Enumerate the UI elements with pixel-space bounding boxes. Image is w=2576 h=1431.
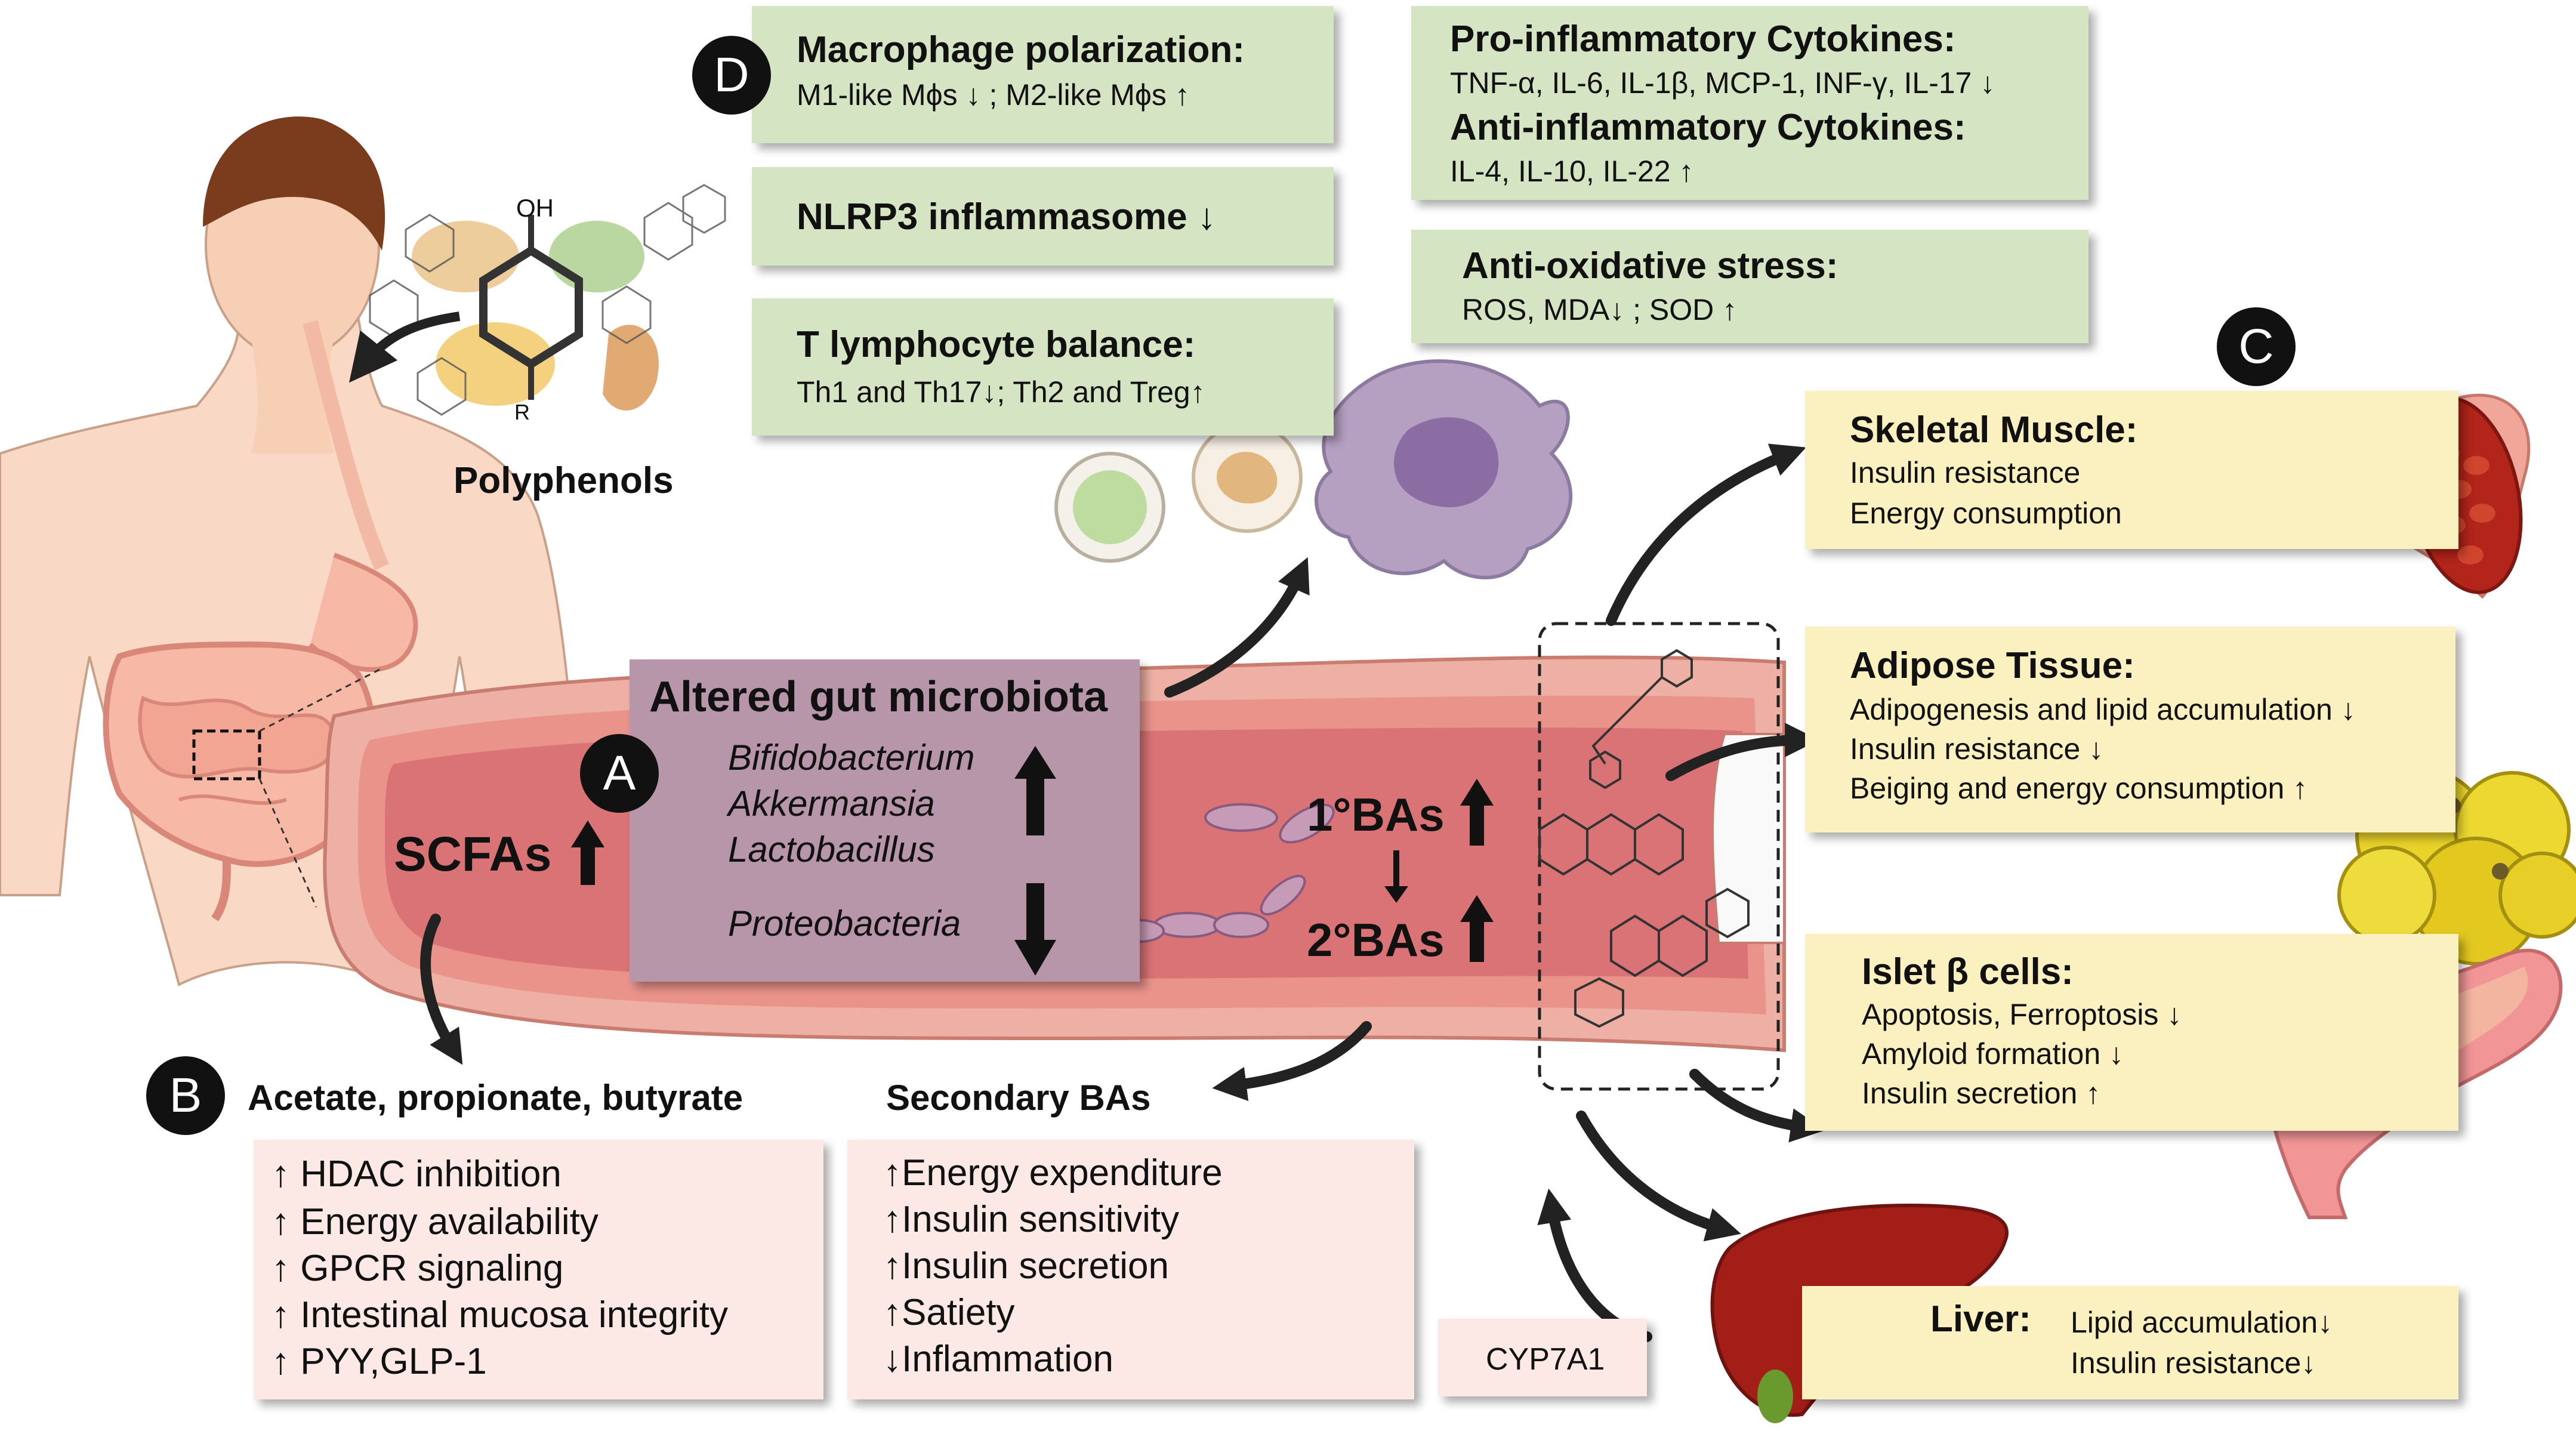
polyphenol-structures — [348, 184, 726, 416]
t-lymphocyte-detail: Th1 and Th17↓; Th2 and Treg↑ — [797, 375, 1205, 409]
ba-effect-item: ↑Energy expenditure — [883, 1152, 1223, 1193]
decrease-arrow — [1014, 883, 1056, 976]
bifidobacterium-label: Bifidobacterium — [728, 738, 975, 778]
scfa-effect-item: ↑ HDAC inhibition — [272, 1154, 562, 1195]
t-lymphocyte-title: T lymphocyte balance: — [797, 324, 1196, 365]
scfas-label: SCFAs — [394, 827, 552, 881]
r-group-label: R — [514, 400, 530, 424]
macrophage-title: Macrophage polarization: — [797, 29, 1245, 70]
adipose-tissue-item: Adipogenesis and lipid accumulation ↓ — [1850, 693, 2356, 726]
ba-effects-box: ↑Energy expenditure ↑Insulin sensitivity… — [847, 1140, 1414, 1399]
adipose-tissue-item: Insulin resistance ↓ — [1850, 732, 2104, 766]
islet-beta-cells-item: Amyloid formation ↓ — [1862, 1037, 2124, 1071]
primary-bas-label: 1°BAs — [1307, 788, 1445, 841]
skeletal-muscle-box: Skeletal Muscle: Insulin resistance Ener… — [1805, 391, 2458, 549]
islet-beta-cells-item: Insulin secretion ↑ — [1862, 1077, 2101, 1110]
cyp7a1-label: CYP7A1 — [1486, 1342, 1605, 1377]
ba-effects-title: Secondary BAs — [886, 1078, 1151, 1118]
scfa-effects-title: Acetate, propionate, butyrate — [248, 1078, 744, 1118]
ba-effect-item: ↑Insulin secretion — [883, 1245, 1170, 1287]
adipose-tissue-title: Adipose Tissue: — [1850, 645, 2135, 686]
anti-inflammatory-title: Anti-inflammatory Cytokines: — [1450, 107, 1966, 148]
scfa-effect-item: ↑ GPCR signaling — [272, 1248, 564, 1289]
increase-arrow — [1014, 746, 1056, 835]
scfas-increase-arrow — [571, 821, 604, 885]
liver-title: Liver: — [1930, 1299, 2031, 1340]
macrophage-detail: M1-like Mϕs ↓ ; M2-like Mϕs ↑ — [797, 78, 1190, 112]
cytokines-box: Pro-inflammatory Cytokines: TNF-α, IL-6,… — [1411, 6, 2088, 200]
hydroxyl-label: OH — [516, 194, 554, 222]
secondary-bas-increase-arrow — [1460, 895, 1494, 962]
microbiota-title: Altered gut microbiota — [649, 673, 1108, 721]
secondary-bas-label: 2°BAs — [1307, 914, 1445, 966]
scfa-effect-item: ↑ Intestinal mucosa integrity — [272, 1294, 729, 1336]
pro-inflammatory-detail: TNF-α, IL-6, IL-1β, MCP-1, INF-γ, IL-17 … — [1450, 66, 1995, 100]
lactobacillus-label: Lactobacillus — [728, 829, 935, 869]
cyp7a1-box: CYP7A1 — [1438, 1319, 1647, 1396]
skeletal-muscle-item: Energy consumption — [1850, 496, 2122, 530]
islet-beta-cells-box: Islet β cells: Apoptosis, Ferroptosis ↓ … — [1805, 934, 2458, 1131]
conversion-arrow — [1384, 850, 1408, 903]
skeletal-muscle-title: Skeletal Muscle: — [1850, 409, 2138, 451]
immune-cells — [1054, 359, 1573, 579]
polyphenols-label: Polyphenols — [454, 460, 674, 501]
liver-item: Insulin resistance↓ — [2071, 1346, 2316, 1380]
anti-oxidative-box: Anti-oxidative stress: ROS, MDA↓ ; SOD ↑ — [1411, 230, 2088, 343]
ba-effect-item: ↓Inflammation — [883, 1339, 1113, 1380]
compound-structures — [1538, 649, 1750, 1028]
pro-inflammatory-title: Pro-inflammatory Cytokines: — [1450, 18, 1956, 60]
adipose-tissue-box: Adipose Tissue: Adipogenesis and lipid a… — [1805, 627, 2455, 832]
proteobacteria-label: Proteobacteria — [728, 903, 961, 943]
scfa-effect-item: ↑ Energy availability — [272, 1201, 599, 1242]
scfa-effect-item: ↑ PYY,GLP-1 — [272, 1341, 487, 1382]
t-lymphocyte-box: T lymphocyte balance: Th1 and Th17↓; Th2… — [752, 298, 1334, 436]
anti-oxidative-detail: ROS, MDA↓ ; SOD ↑ — [1462, 293, 1738, 326]
badge-d: D — [692, 36, 771, 115]
scfa-effects-box: ↑ HDAC inhibition ↑ Energy availability … — [254, 1140, 823, 1399]
badge-b: B — [146, 1056, 225, 1135]
badge-c: C — [2217, 307, 2296, 386]
ba-effect-item: ↑Satiety — [883, 1292, 1015, 1333]
macrophage-polarization-box: Macrophage polarization: M1-like Mϕs ↓ ;… — [752, 6, 1334, 143]
microbiota-change-arrows — [1014, 746, 1056, 976]
altered-gut-microbiota-box: Altered gut microbiota Bifidobacterium A… — [630, 659, 1140, 982]
anti-oxidative-title: Anti-oxidative stress: — [1462, 245, 1838, 286]
islet-beta-cells-item: Apoptosis, Ferroptosis ↓ — [1862, 998, 2182, 1031]
badge-a: A — [580, 734, 659, 813]
islet-beta-cells-title: Islet β cells: — [1862, 951, 2074, 992]
liver-box: Liver: Lipid accumulation↓ Insulin resis… — [1802, 1286, 2458, 1399]
nlrp3-title: NLRP3 inflammasome ↓ — [797, 196, 1216, 238]
primary-bas-increase-arrow — [1460, 779, 1494, 846]
ba-effect-item: ↑Insulin sensitivity — [883, 1199, 1180, 1240]
skeletal-muscle-item: Insulin resistance — [1850, 456, 2081, 489]
liver-item: Lipid accumulation↓ — [2071, 1306, 2333, 1339]
anti-inflammatory-detail: IL-4, IL-10, IL-22 ↑ — [1450, 155, 1694, 188]
nlrp3-box: NLRP3 inflammasome ↓ — [752, 167, 1334, 266]
adipose-tissue-item: Beiging and energy consumption ↑ — [1850, 772, 2308, 805]
akkermansia-label: Akkermansia — [728, 784, 935, 824]
